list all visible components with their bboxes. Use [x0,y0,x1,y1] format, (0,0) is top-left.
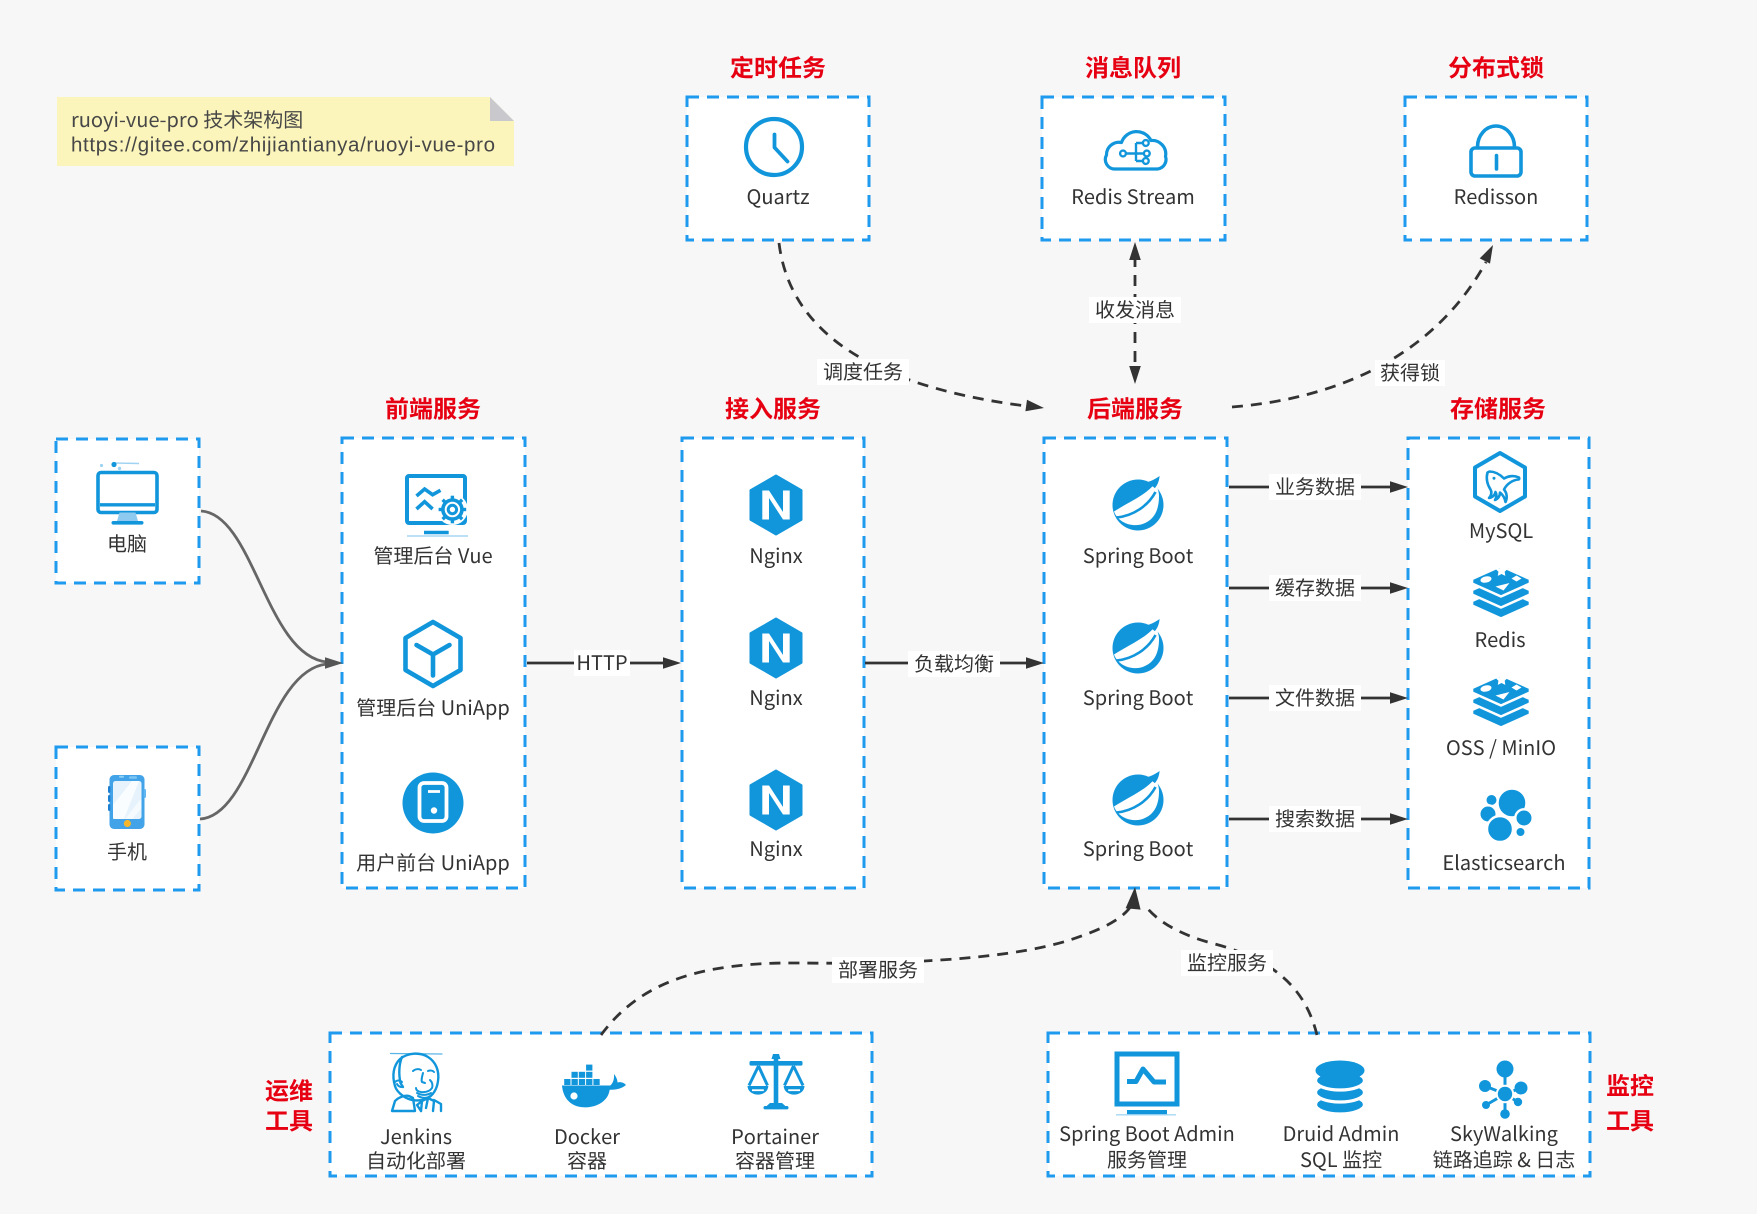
svg-text:https://gitee.com/zhijiantiany: https://gitee.com/zhijiantianya/ruoyi-vu… [71,134,496,157]
